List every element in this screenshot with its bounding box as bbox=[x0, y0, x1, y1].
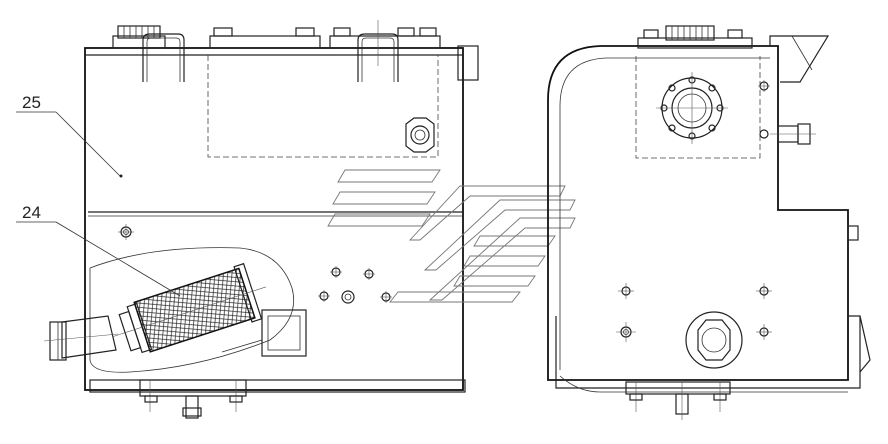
side-top-bracket bbox=[769, 35, 830, 83]
bolt-group bbox=[318, 266, 392, 304]
filler-cap bbox=[112, 25, 166, 49]
callout-24: 24 bbox=[16, 203, 181, 297]
tank-base-plate bbox=[89, 379, 466, 393]
top-flange-left bbox=[209, 35, 321, 49]
side-view bbox=[547, 25, 871, 420]
callout-label-25: 25 bbox=[22, 93, 41, 112]
internal-baffle-outline bbox=[207, 55, 439, 158]
lifting-hook-left bbox=[142, 33, 185, 82]
bottom-mount bbox=[139, 379, 247, 419]
reference-dot bbox=[119, 174, 123, 178]
top-flange-right bbox=[329, 35, 441, 49]
side-port bbox=[770, 123, 816, 145]
callout-label-24: 24 bbox=[22, 203, 41, 222]
side-tank-body bbox=[547, 45, 849, 381]
watermark-logo bbox=[327, 169, 576, 303]
lifting-hook-right bbox=[357, 33, 399, 82]
suction-bracket bbox=[221, 309, 307, 357]
tank-body bbox=[84, 47, 464, 391]
side-drain-plug bbox=[685, 311, 743, 369]
suction-filter bbox=[113, 262, 266, 354]
side-right-fitting bbox=[847, 225, 859, 241]
front-view bbox=[43, 20, 479, 419]
cover-flange bbox=[656, 72, 728, 144]
side-inner-outline bbox=[635, 56, 761, 159]
side-bolts bbox=[616, 80, 772, 342]
bolt-icon bbox=[118, 224, 134, 240]
filter-housing-outline bbox=[89, 247, 295, 373]
callout-25: 25 bbox=[16, 93, 121, 177]
drain-plug bbox=[405, 117, 435, 153]
outlet-pipe bbox=[43, 315, 119, 361]
side-bottom-skid bbox=[555, 316, 861, 389]
